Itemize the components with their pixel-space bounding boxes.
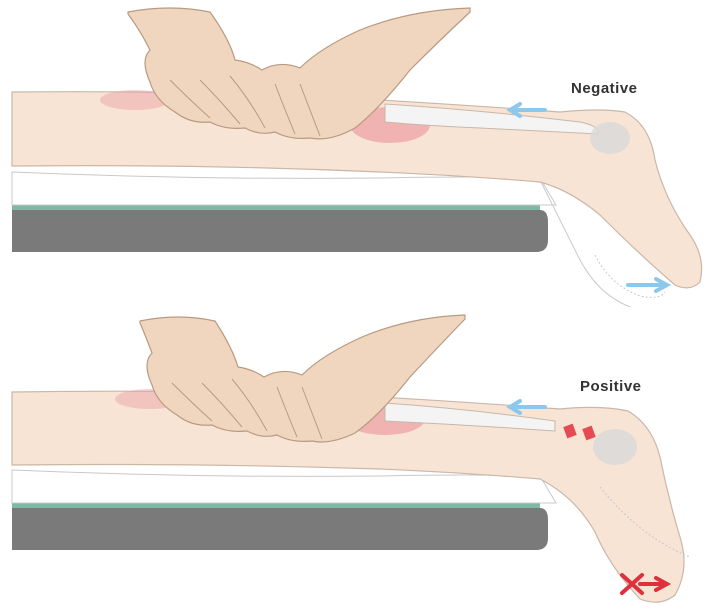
table-pad [12,503,540,508]
heel-bone [593,429,637,465]
panel-label-negative: Negative [571,80,638,97]
arrow-right-icon [628,279,667,291]
negative-illustration [0,0,710,307]
exam-table [12,210,548,252]
exam-table [12,508,548,550]
sheet [12,470,556,503]
table-pad [12,205,540,210]
positive-panel: Positive [0,307,710,614]
negative-panel: Negative [0,0,710,307]
panel-label-positive: Positive [580,378,642,395]
positive-illustration [0,307,710,614]
heel-bone [590,122,630,154]
